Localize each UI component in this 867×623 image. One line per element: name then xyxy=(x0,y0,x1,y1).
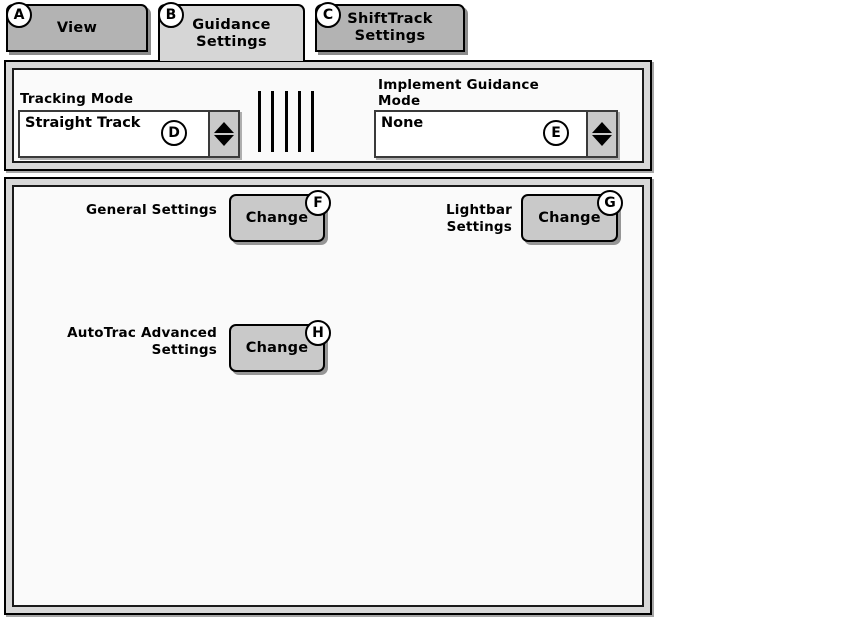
callout-badge-e: E xyxy=(543,120,569,146)
vertical-lines-divider-icon xyxy=(258,91,314,152)
tab-shifttrack-settings-label: ShiftTrack Settings xyxy=(347,11,433,44)
lightbar-settings-change-label: Change xyxy=(538,210,601,226)
tracking-mode-label: Tracking Mode xyxy=(20,91,134,107)
general-settings-change-button[interactable]: Change xyxy=(229,194,325,242)
callout-badge-a: A xyxy=(6,2,32,28)
settings-actions-panel xyxy=(4,177,652,615)
spinner-down-arrow-icon[interactable] xyxy=(214,135,234,146)
tab-view-label: View xyxy=(56,19,98,36)
implement-guidance-mode-value: None xyxy=(381,115,424,131)
spinner-down-arrow-icon[interactable] xyxy=(592,135,612,146)
tracking-mode-spinner[interactable] xyxy=(208,112,238,156)
callout-badge-d: D xyxy=(161,120,187,146)
tracking-mode-dropdown[interactable]: Straight Track xyxy=(18,110,240,158)
autotrac-advanced-settings-change-label: Change xyxy=(245,340,309,356)
tracking-mode-value: Straight Track xyxy=(25,115,141,131)
tab-guidance-settings-label: Guidance Settings xyxy=(192,16,271,50)
autotrac-advanced-settings-caption: AutoTrac Advanced Settings xyxy=(67,325,217,358)
callout-badge-g: G xyxy=(597,190,623,216)
callout-badge-c: C xyxy=(315,2,341,28)
callout-badge-b: B xyxy=(158,2,184,28)
settings-actions-panel-interior xyxy=(12,185,644,607)
autotrac-advanced-settings-change-button[interactable]: Change xyxy=(229,324,325,372)
callout-badge-f: F xyxy=(305,190,331,216)
general-settings-change-label: Change xyxy=(245,210,309,226)
general-settings-caption: General Settings xyxy=(85,202,217,218)
spinner-up-arrow-icon[interactable] xyxy=(214,122,234,133)
lightbar-settings-caption: Lightbar Settings xyxy=(446,202,512,235)
implement-guidance-mode-dropdown[interactable]: None xyxy=(374,110,618,158)
implement-guidance-mode-spinner[interactable] xyxy=(586,112,616,156)
implement-guidance-mode-label: Implement Guidance Mode xyxy=(378,77,539,110)
tab-view[interactable]: View xyxy=(6,4,148,52)
callout-badge-h: H xyxy=(305,320,331,346)
spinner-up-arrow-icon[interactable] xyxy=(592,122,612,133)
